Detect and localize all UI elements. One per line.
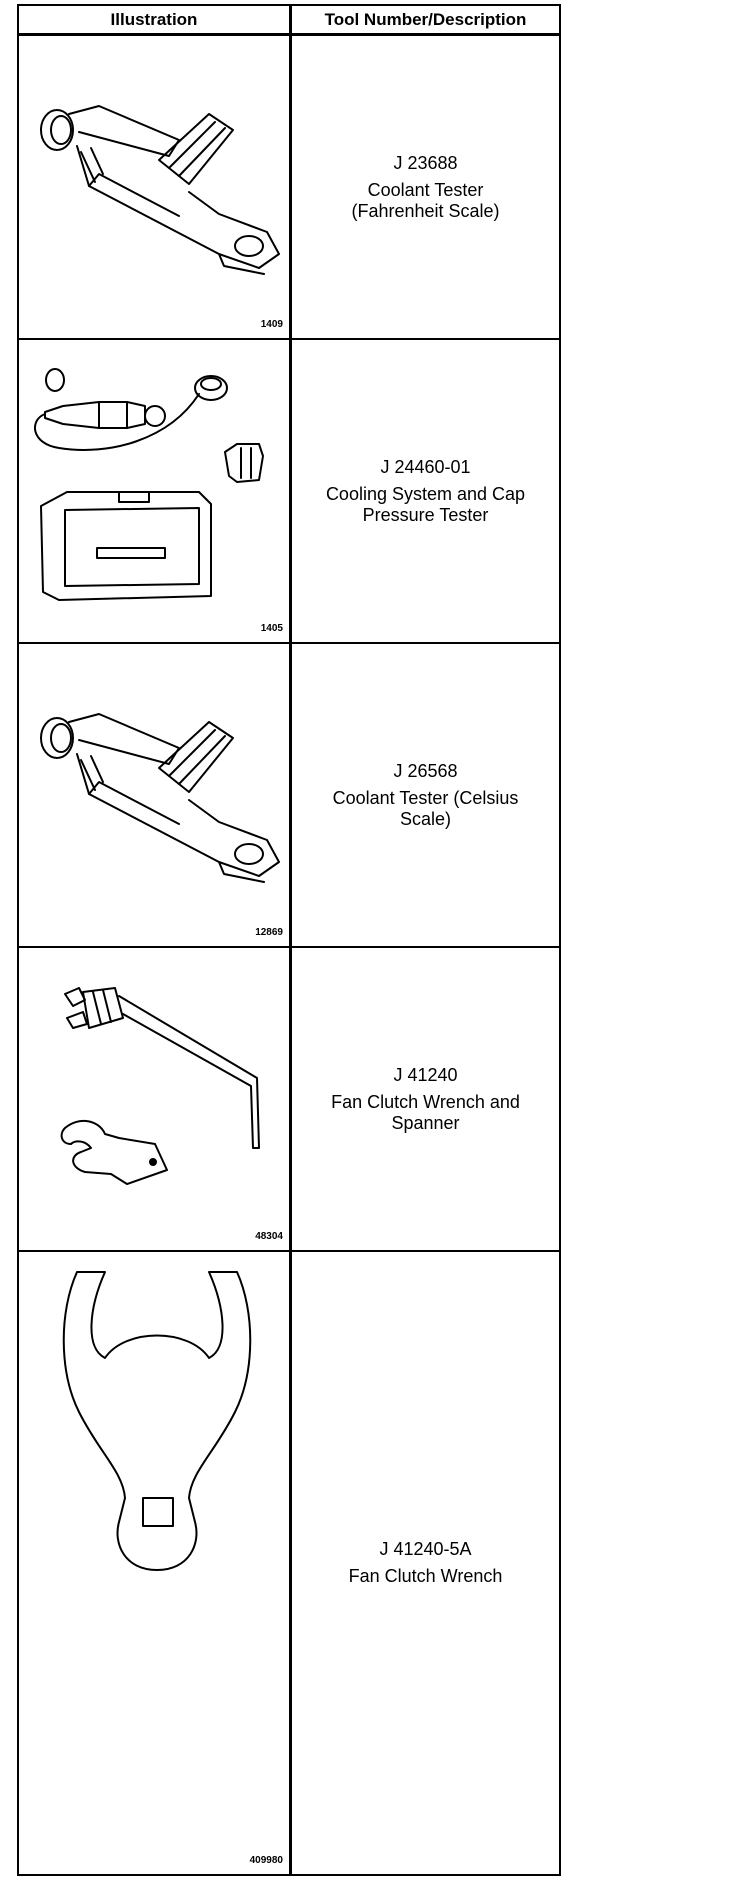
illustration-cell: 1405 bbox=[19, 340, 289, 642]
description-cell: J 41240 Fan Clutch Wrench and Spanner bbox=[292, 948, 559, 1250]
tool-number: J 41240 bbox=[393, 1064, 458, 1085]
tool-table: Illustration Tool Number/Description 140… bbox=[17, 4, 561, 1876]
table-row: 1409 J 23688 Coolant Tester (Fahrenheit … bbox=[19, 36, 559, 340]
tool-number: J 24460-01 bbox=[380, 456, 471, 477]
tool-description: Coolant Tester (Celsius Scale) bbox=[332, 787, 519, 829]
description-cell: J 24460-01 Cooling System and Cap Pressu… bbox=[292, 340, 559, 642]
description-cell: J 41240-5A Fan Clutch Wrench bbox=[292, 1252, 559, 1874]
tool-description: Fan Clutch Wrench and Spanner bbox=[331, 1091, 520, 1133]
fan-clutch-wrench-icon bbox=[62, 1271, 252, 1571]
figure-number: 48304 bbox=[255, 1231, 283, 1242]
wrench-and-spanner-icon bbox=[60, 987, 260, 1185]
pressure-tester-kit-icon bbox=[34, 368, 264, 601]
table-row: 1405 J 24460-01 Cooling System and Cap P… bbox=[19, 340, 559, 644]
illustration-cell: 1409 bbox=[19, 36, 289, 338]
figure-number: 1405 bbox=[260, 623, 283, 634]
tool-description: Fan Clutch Wrench bbox=[348, 1566, 503, 1586]
coolant-tester-icon bbox=[40, 713, 280, 883]
figure-number: 409980 bbox=[249, 1855, 283, 1866]
description-cell: J 26568 Coolant Tester (Celsius Scale) bbox=[292, 644, 559, 946]
table-row: 409980 J 41240-5A Fan Clutch Wrench bbox=[19, 1252, 559, 1874]
illustration-cell: 409980 bbox=[19, 1252, 289, 1874]
tool-number: J 26568 bbox=[393, 760, 458, 781]
column-divider bbox=[289, 6, 292, 1874]
tool-description: Cooling System and Cap Pressure Tester bbox=[325, 483, 526, 525]
description-cell: J 23688 Coolant Tester (Fahrenheit Scale… bbox=[292, 36, 559, 338]
tool-description: Coolant Tester (Fahrenheit Scale) bbox=[351, 179, 500, 221]
illustration-cell: 12869 bbox=[19, 644, 289, 946]
illustration-column-header: Illustration bbox=[110, 10, 198, 29]
figure-number: 1409 bbox=[260, 319, 283, 330]
tool-number: J 23688 bbox=[393, 152, 458, 173]
tool-column-header: Tool Number/Description bbox=[324, 10, 527, 29]
tool-number: J 41240-5A bbox=[379, 1539, 472, 1559]
figure-number: 12869 bbox=[255, 927, 283, 938]
table-row: 12869 J 26568 Coolant Tester (Celsius Sc… bbox=[19, 644, 559, 948]
illustration-cell: 48304 bbox=[19, 948, 289, 1250]
table-row: 48304 J 41240 Fan Clutch Wrench and Span… bbox=[19, 948, 559, 1252]
coolant-tester-icon bbox=[40, 105, 280, 275]
